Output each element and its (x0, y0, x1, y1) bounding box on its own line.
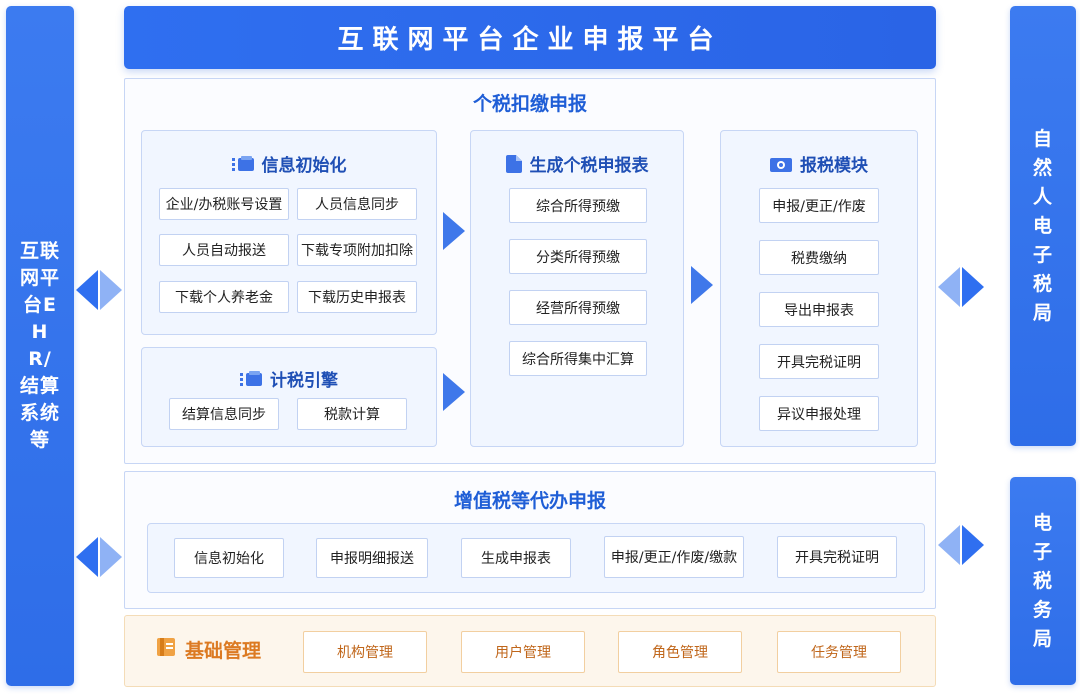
tax-engine-item[interactable]: 结算信息同步 (169, 398, 279, 430)
info-init-item[interactable]: 人员自动报送 (159, 234, 289, 266)
vat-item[interactable]: 申报/更正/作废/缴款 (604, 536, 744, 578)
base-item[interactable]: 机构管理 (303, 631, 427, 673)
generate-report-item[interactable]: 分类所得预缴 (509, 239, 647, 274)
vat-item[interactable]: 生成申报表 (461, 538, 571, 578)
info-init-item[interactable]: 人员信息同步 (297, 188, 417, 220)
info-init-item[interactable]: 企业/办税账号设置 (159, 188, 289, 220)
generate-report-title: 生成个税申报表 (529, 156, 649, 176)
e-tax-bureau-label: 电子税务局 (1032, 511, 1053, 650)
tax-engine-title: 计税引擎 (270, 371, 338, 391)
tax-module-card: 报税模块 申报/更正/作废 税费缴纳 导出申报表 开具完税证明 异议申报处理 (720, 130, 918, 447)
tax-module-item[interactable]: 异议申报处理 (759, 396, 879, 431)
generate-report-item[interactable]: 综合所得预缴 (509, 188, 647, 223)
info-init-title: 信息初始化 (261, 156, 347, 176)
info-init-item[interactable]: 下载历史申报表 (297, 281, 417, 313)
base-item[interactable]: 角色管理 (618, 631, 742, 673)
natural-person-tax-bureau-label: 自然人电子税局 (1032, 127, 1053, 324)
bidirectional-arrow-icon (76, 537, 122, 577)
natural-person-tax-bureau-bar: 自然人电子税局 (1010, 6, 1076, 446)
source-systems-label: 互联网平台EHR/结算系统等 (20, 240, 61, 451)
wallet-icon (240, 370, 262, 387)
info-init-item[interactable]: 下载专项附加扣除 (297, 234, 417, 266)
book-icon (155, 636, 177, 663)
document-icon (505, 154, 522, 173)
base-item[interactable]: 用户管理 (461, 631, 585, 673)
base-management-panel: 基础管理 机构管理 用户管理 角色管理 任务管理 (124, 615, 936, 687)
platform-title: 互联网平台企业申报平台 (124, 6, 936, 69)
flow-arrow-icon (691, 266, 713, 304)
base-management-title: 基础管理 (185, 640, 262, 662)
tax-module-item[interactable]: 导出申报表 (759, 292, 879, 327)
generate-report-header: 生成个税申报表 (471, 151, 683, 176)
tax-module-item[interactable]: 申报/更正/作废 (759, 188, 879, 223)
bidirectional-arrow-icon (938, 525, 984, 565)
vat-item[interactable]: 信息初始化 (174, 538, 284, 578)
personal-tax-title: 个税扣缴申报 (472, 93, 587, 115)
vat-item[interactable]: 开具完税证明 (777, 536, 897, 578)
vat-panel: 增值税等代办申报 信息初始化 申报明细报送 生成申报表 申报/更正/作废/缴款 … (124, 471, 936, 609)
bidirectional-arrow-icon (938, 267, 984, 307)
tax-module-item[interactable]: 开具完税证明 (759, 344, 879, 379)
info-init-header: 信息初始化 (142, 151, 436, 176)
tax-module-header: 报税模块 (721, 151, 917, 176)
flow-arrow-icon (443, 212, 465, 250)
camera-icon (770, 156, 792, 172)
tax-module-title: 报税模块 (800, 156, 868, 176)
vat-item[interactable]: 申报明细报送 (316, 538, 428, 578)
base-management-header: 基础管理 (155, 636, 261, 663)
vat-items-card: 信息初始化 申报明细报送 生成申报表 申报/更正/作废/缴款 开具完税证明 (147, 523, 925, 593)
info-init-card: 信息初始化 企业/办税账号设置 人员信息同步 人员自动报送 下载专项附加扣除 下… (141, 130, 437, 335)
vat-title: 增值税等代办申报 (453, 490, 606, 512)
generate-report-card: 生成个税申报表 综合所得预缴 分类所得预缴 经营所得预缴 综合所得集中汇算 (470, 130, 684, 447)
tax-engine-card: 计税引擎 结算信息同步 税款计算 (141, 347, 437, 447)
tax-engine-item[interactable]: 税款计算 (297, 398, 407, 430)
personal-tax-panel: 个税扣缴申报 信息初始化 企业/办税账号设置 人员信息同步 人员自动报送 下载专… (124, 78, 936, 464)
base-item[interactable]: 任务管理 (777, 631, 901, 673)
bidirectional-arrow-icon (76, 270, 122, 310)
tax-module-item[interactable]: 税费缴纳 (759, 240, 879, 275)
tax-engine-header: 计税引擎 (142, 366, 436, 391)
e-tax-bureau-bar: 电子税务局 (1010, 477, 1076, 685)
wallet-icon (231, 155, 254, 172)
source-systems-bar: 互联网平台EHR/结算系统等 (6, 6, 74, 686)
flow-arrow-icon (443, 373, 465, 411)
generate-report-item[interactable]: 经营所得预缴 (509, 290, 647, 325)
generate-report-item[interactable]: 综合所得集中汇算 (509, 341, 647, 376)
info-init-item[interactable]: 下载个人养老金 (159, 281, 289, 313)
